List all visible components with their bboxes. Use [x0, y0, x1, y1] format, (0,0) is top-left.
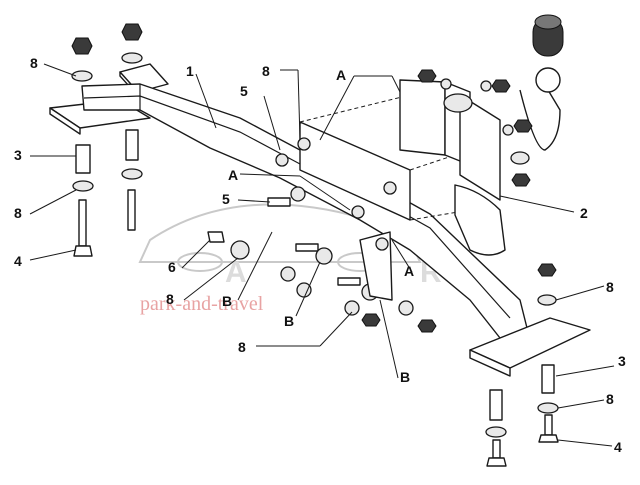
label-a-top: A	[336, 67, 346, 83]
label-8-bottom: 8	[238, 339, 246, 355]
label-4-right: 4	[614, 439, 622, 455]
label-8-top-left: 8	[30, 55, 38, 71]
label-2: 2	[580, 205, 588, 221]
label-b-right: B	[400, 369, 410, 385]
label-8-mid: 8	[166, 291, 174, 307]
svg-text:A: A	[225, 256, 247, 289]
label-a-mid: A	[228, 167, 238, 183]
label-1: 1	[186, 63, 194, 79]
left-fasteners	[71, 23, 143, 257]
label-8-top-mid: 8	[262, 63, 270, 79]
label-3-right: 3	[618, 353, 626, 369]
label-8-left: 8	[14, 205, 22, 221]
label-6: 6	[168, 259, 176, 275]
right-fasteners	[417, 69, 559, 467]
label-8-right: 8	[606, 391, 614, 407]
label-4-left: 4	[14, 253, 22, 269]
watermark-text: park-and-travel	[140, 293, 264, 315]
label-a-right: A	[404, 263, 414, 279]
label-b-mid: B	[284, 313, 294, 329]
label-5-mid: 5	[222, 191, 230, 207]
towball-mount	[399, 14, 564, 256]
callout-labels: 8 1 8 5 A 3 8 4 A 5 6 8 B B 8 B A 2 8 3 …	[14, 55, 626, 455]
label-b-left: B	[222, 293, 232, 309]
leader-lines	[29, 63, 615, 447]
label-8-right-top: 8	[606, 279, 614, 295]
right-mounting-plate	[469, 317, 591, 377]
label-3-left: 3	[14, 147, 22, 163]
middle-fasteners	[207, 137, 437, 333]
label-5-top: 5	[240, 83, 248, 99]
